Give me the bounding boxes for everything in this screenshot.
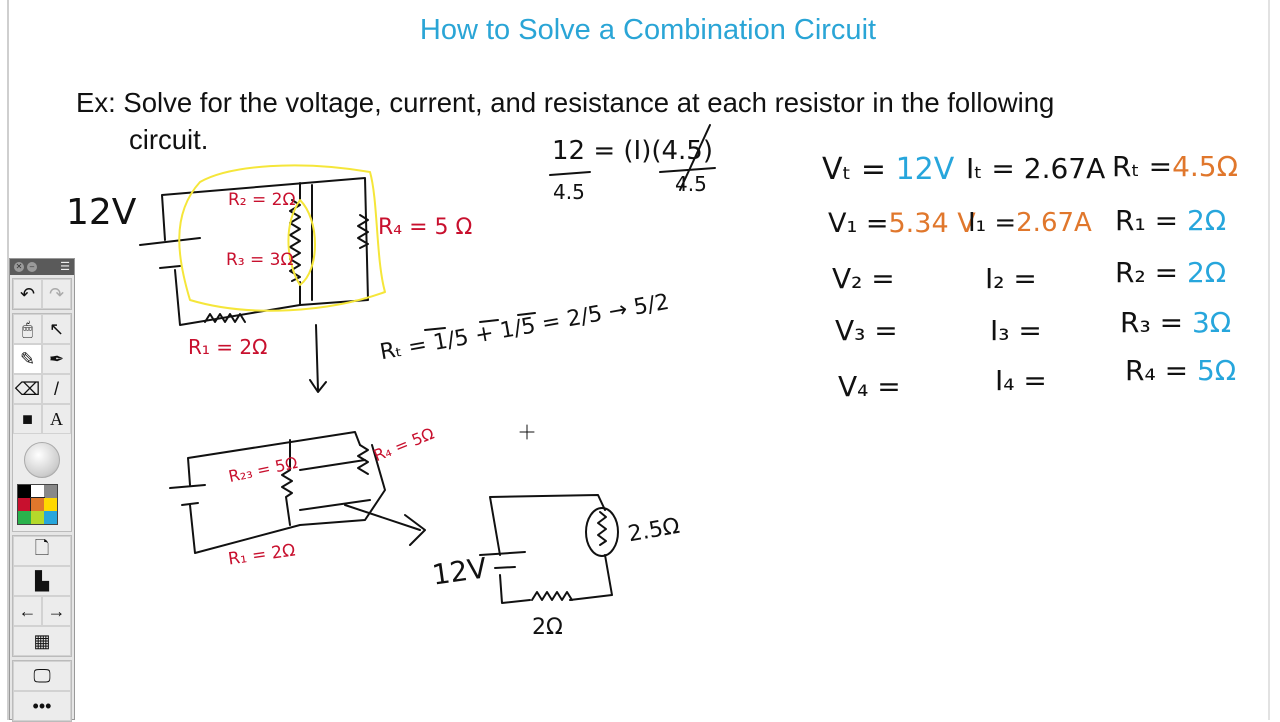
line-icon: / xyxy=(53,378,59,399)
i3-cell: I₃ = xyxy=(990,314,1042,347)
r1-label: R₁ = 2Ω xyxy=(188,335,268,359)
eraser-tool-button[interactable]: ⌫ xyxy=(13,374,42,404)
i1-cell: I₁ =2.67A xyxy=(968,208,1092,238)
v2-cell: V₂ = xyxy=(832,262,895,295)
current-path-highlight xyxy=(178,164,386,312)
ohm-law-denominator-right: 4.5 xyxy=(675,172,707,196)
grid-icon: ▦ xyxy=(33,630,51,651)
color-swatch[interactable] xyxy=(44,498,57,511)
eraser-icon: ⌫ xyxy=(14,378,41,399)
stroke-width-knob[interactable] xyxy=(24,442,60,478)
color-palette xyxy=(17,484,58,525)
color-swatch[interactable] xyxy=(44,485,57,498)
r3-cell: R₃ = 3Ω xyxy=(1120,306,1232,339)
redo-icon: ↷ xyxy=(48,283,65,304)
minimize-icon[interactable]: – xyxy=(27,262,37,272)
v4-cell: V₄ = xyxy=(838,370,901,403)
v3-cell: V₃ = xyxy=(835,314,898,347)
annotation-toolbar: ✕ – ☰ ↶ ↷ 🖱 ↖ ✎ ✒ ⌫ / ■ A 🗋 ▙ ← → xyxy=(9,258,75,722)
mouse-icon: 🖱 xyxy=(22,318,33,339)
page-background-button[interactable]: ▙ xyxy=(13,566,71,596)
circuit-simplified xyxy=(479,494,619,604)
close-icon[interactable]: ✕ xyxy=(14,262,24,272)
page-grid-button[interactable]: ▦ xyxy=(13,626,71,656)
line-tool-button[interactable]: / xyxy=(42,374,71,404)
arrow-left-icon: ← xyxy=(18,600,37,621)
page-background-icon: ▙ xyxy=(35,570,49,591)
circuit-original xyxy=(139,177,369,393)
color-swatch[interactable] xyxy=(18,498,31,511)
text-tool-button[interactable]: A xyxy=(42,404,71,434)
new-page-button[interactable]: 🗋 xyxy=(13,536,71,566)
example-line-2: circuit. xyxy=(129,124,209,155)
shapes-tool-button[interactable]: ■ xyxy=(13,404,42,434)
r2-cell: R₂ = 2Ω xyxy=(1115,256,1227,289)
i2-cell: I₂ = xyxy=(985,262,1037,295)
undo-icon: ↶ xyxy=(19,283,36,304)
r1-cell: R₁ = 2Ω xyxy=(1115,204,1227,237)
r3-label: R₃ = 3Ω xyxy=(226,250,294,270)
r4-cell: R₄ = 5Ω xyxy=(1125,354,1237,387)
page-right-edge xyxy=(1268,0,1270,720)
r4-label: R₄ = 5 Ω xyxy=(378,215,473,240)
color-swatch[interactable] xyxy=(44,511,57,524)
circuit-reduced xyxy=(169,431,426,554)
vt-cell: Vₜ = 12V xyxy=(822,152,955,187)
more-button[interactable]: ••• xyxy=(13,691,71,721)
i4-cell: I₄ = xyxy=(995,364,1047,397)
arrow-right-icon: → xyxy=(47,600,66,621)
ohm-law-denominator-left: 4.5 xyxy=(553,180,585,204)
fraction-marks xyxy=(424,124,716,331)
ohm-law-calculation: 12 = (I)(4.5) xyxy=(552,136,713,166)
text-icon: A xyxy=(50,408,63,429)
cursor-crosshair-icon xyxy=(519,424,535,440)
new-page-icon: 🗋 xyxy=(34,538,50,558)
color-swatch[interactable] xyxy=(31,511,44,524)
r2-label: R₂ = 2Ω xyxy=(228,190,296,210)
toolbar-titlebar[interactable]: ✕ – ☰ xyxy=(10,259,74,275)
source-voltage-label: 12V xyxy=(66,192,137,233)
pen-icon: ✎ xyxy=(19,348,36,369)
shapes-icon: ■ xyxy=(22,408,33,429)
next-page-button[interactable]: → xyxy=(42,596,71,626)
page-title: How to Solve a Combination Circuit xyxy=(419,14,877,46)
screen-button[interactable]: 🖵 xyxy=(13,661,71,691)
pen-tool-button[interactable]: ✎ xyxy=(13,344,42,374)
color-swatch[interactable] xyxy=(31,485,44,498)
undo-button[interactable]: ↶ xyxy=(13,279,42,309)
redo-button[interactable]: ↷ xyxy=(42,279,71,309)
pointer-tool-button[interactable]: ↖ xyxy=(42,314,71,344)
v1-cell: V₁ =5.34 V xyxy=(828,208,976,239)
monitor-icon: 🖵 xyxy=(33,665,51,686)
color-swatch[interactable] xyxy=(30,497,45,512)
rt-cell: Rₜ =4.5Ω xyxy=(1112,150,1239,183)
mouse-tool-button[interactable]: 🖱 xyxy=(13,314,42,344)
highlighter-tool-button[interactable]: ✒ xyxy=(42,344,71,374)
menu-icon[interactable]: ☰ xyxy=(60,261,70,273)
example-prompt: Ex: Solve for the voltage, current, and … xyxy=(76,84,1236,158)
color-swatch[interactable] xyxy=(18,511,31,524)
simple-r1-label: 2Ω xyxy=(532,615,563,640)
previous-page-button[interactable]: ← xyxy=(13,596,42,626)
example-line-1: Ex: Solve for the voltage, current, and … xyxy=(76,87,1055,118)
color-swatch[interactable] xyxy=(18,485,31,498)
more-icon: ••• xyxy=(32,695,52,716)
page-left-edge xyxy=(7,0,9,720)
it-cell: Iₜ = 2.67A xyxy=(966,152,1106,185)
arrow-pointer-icon: ↖ xyxy=(48,318,65,339)
highlighter-icon: ✒ xyxy=(48,348,65,369)
